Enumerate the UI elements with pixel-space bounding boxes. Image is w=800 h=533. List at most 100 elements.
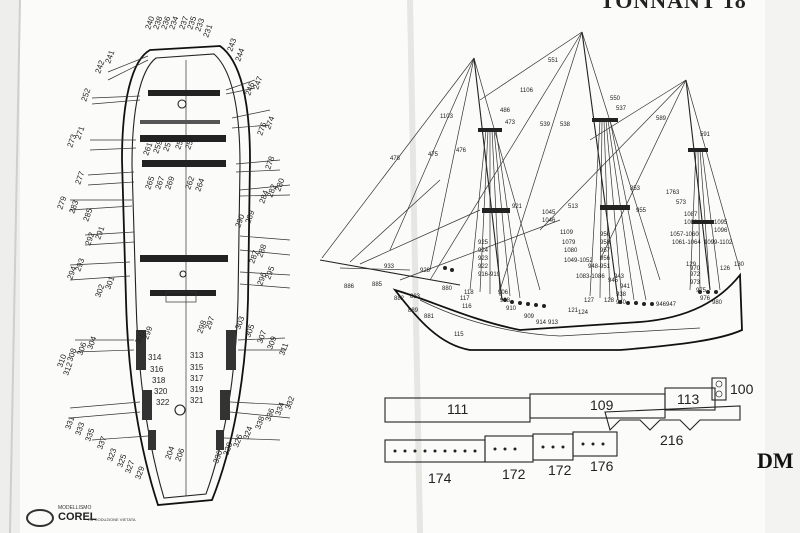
svg-text:273: 273 (65, 133, 78, 149)
svg-text:325: 325 (115, 453, 128, 469)
svg-text:914: 914 (536, 320, 547, 326)
corel-logo: MODELLISMO COREL RIPRODUZIONE VIETATA (26, 505, 146, 531)
svg-text:316: 316 (150, 365, 164, 374)
svg-text:889: 889 (408, 308, 419, 314)
part-label-113: 113 (677, 391, 700, 407)
svg-text:314: 314 (148, 353, 162, 362)
svg-text:1061-1064: 1061-1064 (672, 240, 701, 246)
svg-text:306: 306 (75, 341, 88, 357)
svg-text:290: 290 (233, 213, 246, 229)
part-label-100: 100 (730, 381, 754, 397)
svg-text:117: 117 (460, 296, 470, 302)
svg-text:486: 486 (500, 108, 511, 114)
svg-text:299: 299 (141, 325, 154, 341)
svg-text:1109: 1109 (560, 230, 574, 236)
svg-text:947: 947 (666, 302, 677, 308)
logo-mark-icon (26, 509, 54, 527)
svg-text:252: 252 (79, 87, 92, 103)
svg-text:307: 307 (255, 329, 268, 345)
svg-text:908: 908 (500, 298, 511, 304)
svg-text:1103: 1103 (440, 114, 454, 120)
svg-text:1763: 1763 (666, 190, 680, 196)
svg-text:950: 950 (600, 232, 611, 238)
svg-text:853: 853 (630, 186, 641, 192)
svg-text:320: 320 (154, 387, 168, 396)
svg-text:956: 956 (600, 256, 611, 262)
svg-text:319: 319 (190, 385, 204, 394)
svg-text:478: 478 (390, 156, 401, 162)
rigging-plan: 551 1103 1106 486 473 476 475 478 539 53… (319, 31, 745, 351)
svg-text:946: 946 (656, 302, 667, 308)
svg-text:916-919: 916-919 (478, 272, 501, 278)
svg-text:1080: 1080 (564, 248, 578, 254)
svg-text:589: 589 (656, 116, 667, 122)
svg-text:957: 957 (600, 248, 611, 254)
svg-text:295: 295 (263, 265, 276, 281)
svg-text:973: 973 (690, 280, 701, 286)
svg-text:265: 265 (143, 175, 156, 191)
svg-text:972: 972 (690, 272, 701, 278)
svg-text:311: 311 (277, 341, 290, 357)
svg-text:331: 331 (63, 415, 76, 431)
svg-text:538: 538 (560, 122, 571, 128)
svg-text:269: 269 (163, 175, 176, 191)
svg-text:1088: 1088 (684, 220, 698, 226)
svg-text:292: 292 (83, 231, 96, 247)
svg-text:308: 308 (65, 347, 78, 363)
svg-text:256: 256 (173, 135, 186, 151)
svg-text:129: 129 (686, 262, 697, 268)
svg-text:328: 328 (221, 441, 234, 457)
svg-text:234: 234 (167, 15, 180, 31)
svg-text:278: 278 (263, 155, 276, 171)
svg-text:976: 976 (700, 296, 711, 302)
svg-text:261: 261 (141, 141, 154, 157)
svg-text:297: 297 (203, 315, 216, 331)
corner-mark: DM (757, 448, 794, 473)
svg-text:324: 324 (241, 425, 254, 441)
svg-text:243: 243 (225, 37, 238, 53)
svg-text:326: 326 (231, 433, 244, 449)
svg-text:204: 204 (163, 445, 176, 461)
svg-text:329: 329 (133, 465, 146, 481)
svg-text:279: 279 (55, 195, 68, 211)
svg-text:246: 246 (243, 81, 256, 97)
svg-text:291: 291 (93, 225, 106, 241)
svg-text:257: 257 (161, 137, 174, 153)
svg-text:909: 909 (524, 314, 535, 320)
svg-text:882: 882 (394, 296, 405, 302)
svg-text:304: 304 (85, 335, 98, 351)
svg-text:310: 310 (55, 353, 68, 369)
svg-text:244: 244 (233, 47, 246, 63)
svg-text:126: 126 (720, 266, 731, 272)
svg-text:128: 128 (604, 298, 615, 304)
svg-text:309: 309 (265, 335, 278, 351)
svg-text:940: 940 (616, 300, 627, 306)
svg-text:958: 958 (600, 240, 611, 246)
svg-text:285: 285 (81, 207, 94, 223)
svg-text:336: 336 (263, 407, 276, 423)
svg-text:247: 247 (251, 75, 264, 91)
svg-text:539: 539 (540, 122, 551, 128)
svg-text:1045: 1045 (542, 210, 556, 216)
svg-text:1046: 1046 (542, 218, 556, 224)
svg-text:267: 267 (153, 175, 166, 191)
svg-text:327: 327 (123, 459, 136, 475)
svg-text:124: 124 (578, 310, 589, 316)
svg-text:289: 289 (243, 209, 256, 225)
svg-text:116: 116 (462, 304, 472, 310)
svg-text:1079: 1079 (562, 240, 576, 246)
svg-text:242: 242 (93, 59, 106, 75)
svg-text:925: 925 (478, 240, 489, 246)
svg-text:283: 283 (67, 199, 80, 215)
svg-text:330: 330 (211, 449, 224, 465)
svg-text:970: 970 (690, 266, 701, 272)
svg-text:980: 980 (712, 300, 723, 306)
svg-text:118: 118 (464, 290, 474, 296)
svg-text:302: 302 (93, 283, 106, 299)
svg-text:906: 906 (498, 290, 509, 296)
svg-text:913: 913 (548, 320, 559, 326)
logo-line3: RIPRODUZIONE VIETATA (88, 517, 136, 522)
svg-text:1083-1086: 1083-1086 (576, 274, 605, 280)
